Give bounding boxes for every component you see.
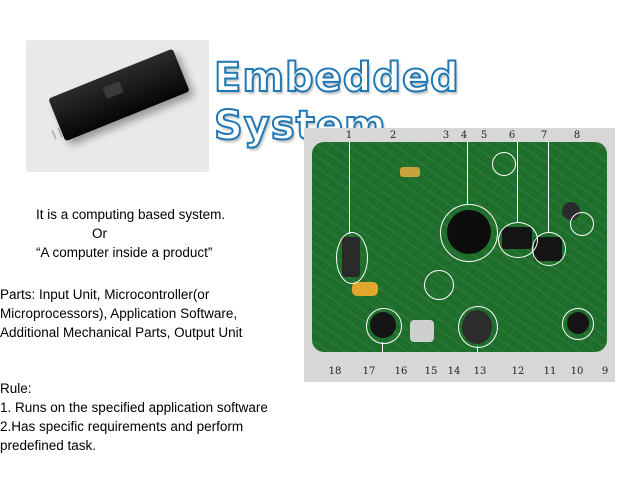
chip-body: [48, 48, 190, 142]
definition-line-2: Or: [92, 226, 107, 241]
board-label-bottom-9: 9: [601, 366, 609, 377]
definition-line-3: “A computer inside a product”: [36, 245, 213, 260]
board-label-bottom-18: 18: [328, 366, 342, 377]
board-label-top-5: 5: [480, 130, 488, 141]
rule-item-1: 1. Runs on the specified application sof…: [0, 400, 268, 415]
board-label-bottom-11: 11: [543, 366, 557, 377]
board-label-top-1: 1: [345, 130, 353, 141]
board-label-bottom-13: 13: [473, 366, 487, 377]
board-label-bottom-10: 10: [570, 366, 584, 377]
board-label-bottom-12: 12: [511, 366, 525, 377]
rule-item-2: 2.Has specific requirements and perform …: [0, 419, 244, 453]
callout-ring: [366, 308, 402, 344]
callout-ring: [562, 308, 594, 340]
board-label-top-7: 7: [540, 130, 548, 141]
callout-ring: [440, 204, 498, 262]
rule-block: Rule: 1. Runs on the specified applicati…: [0, 379, 270, 455]
callout-ring: [532, 232, 566, 266]
microcontroller-chip-photo: [26, 40, 209, 172]
board-label-top-3: 3: [442, 130, 450, 141]
circuit-board-photo: 1 2 3 4 5 6 7 8 18 17 16 15 14 13 12 11 …: [304, 128, 615, 382]
board-component: [410, 320, 434, 342]
board-label-top-6: 6: [508, 130, 516, 141]
board-label-top-2: 2: [389, 130, 397, 141]
callout-line: [517, 142, 518, 222]
definition-line-1: It is a computing based system.: [36, 207, 226, 222]
board-label-bottom-17: 17: [362, 366, 376, 377]
board-label-bottom-15: 15: [424, 366, 438, 377]
callout-line: [349, 142, 350, 234]
definition-text: It is a computing based system. Or “A co…: [36, 205, 225, 262]
callout-ring: [492, 152, 516, 176]
board-label-top-8: 8: [573, 130, 581, 141]
parts-text: Parts: Input Unit, Microcontroller(or Mi…: [0, 287, 243, 340]
board-label-bottom-14: 14: [447, 366, 461, 377]
board-label-top-4: 4: [460, 130, 468, 141]
board-label-bottom-16: 16: [394, 366, 408, 377]
callout-ring: [570, 212, 594, 236]
slide-title: Embedded System: [213, 54, 460, 150]
board-component: [400, 167, 420, 177]
pcb: [312, 142, 607, 352]
callout-line: [467, 142, 468, 204]
rule-heading: Rule:: [0, 381, 32, 396]
board-component: [352, 282, 378, 296]
callout-ring: [424, 270, 454, 300]
callout-ring: [336, 232, 368, 284]
callout-line: [477, 346, 478, 352]
callout-line: [548, 142, 549, 232]
callout-line: [382, 342, 383, 352]
callout-ring: [458, 306, 498, 348]
